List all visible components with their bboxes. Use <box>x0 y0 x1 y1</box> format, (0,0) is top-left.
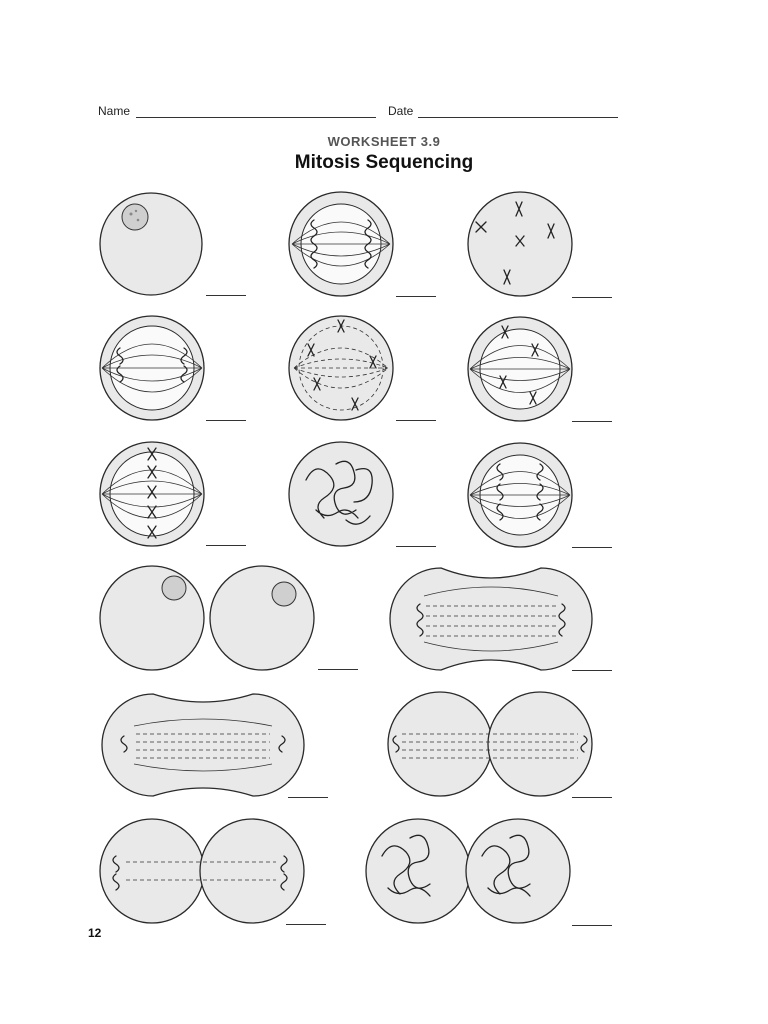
page-number: 12 <box>88 926 102 940</box>
answer-blank-1[interactable] <box>206 295 246 296</box>
worksheet-number: WORKSHEET 3.9 <box>327 134 441 149</box>
answer-blank-10[interactable] <box>318 669 358 670</box>
cell-7-diagram <box>99 441 205 547</box>
answer-blank-7[interactable] <box>206 545 246 546</box>
answer-blank-8[interactable] <box>396 546 436 547</box>
cell-11-diagram <box>389 567 593 671</box>
cell-2-diagram <box>288 191 394 297</box>
date-label: Date <box>388 104 414 118</box>
cell-13-diagram <box>387 691 593 797</box>
answer-blank-5[interactable] <box>396 420 436 421</box>
answer-blank-4[interactable] <box>206 420 246 421</box>
answer-blank-12[interactable] <box>288 797 328 798</box>
cell-15-diagram <box>365 818 571 924</box>
name-field-line[interactable] <box>136 117 376 118</box>
cell-8-diagram <box>288 441 394 547</box>
cell-1-diagram <box>99 192 203 296</box>
answer-blank-6[interactable] <box>572 421 612 422</box>
answer-blank-13[interactable] <box>572 797 612 798</box>
name-label: Name <box>98 104 131 118</box>
cell-9-diagram <box>467 442 573 548</box>
cell-3-diagram <box>467 191 573 297</box>
answer-blank-14[interactable] <box>286 924 326 925</box>
date-field-line[interactable] <box>418 117 618 118</box>
answer-blank-3[interactable] <box>572 297 612 298</box>
cell-4-diagram <box>99 315 205 421</box>
worksheet-title: Mitosis Sequencing <box>294 152 474 173</box>
answer-blank-2[interactable] <box>396 296 436 297</box>
cell-12-diagram <box>101 693 305 797</box>
cell-5-diagram <box>288 315 394 421</box>
cell-10-diagram <box>99 565 315 671</box>
answer-blank-9[interactable] <box>572 547 612 548</box>
answer-blank-11[interactable] <box>572 670 612 671</box>
answer-blank-15[interactable] <box>572 925 612 926</box>
cell-14-diagram <box>99 818 305 924</box>
cell-6-diagram <box>467 316 573 422</box>
